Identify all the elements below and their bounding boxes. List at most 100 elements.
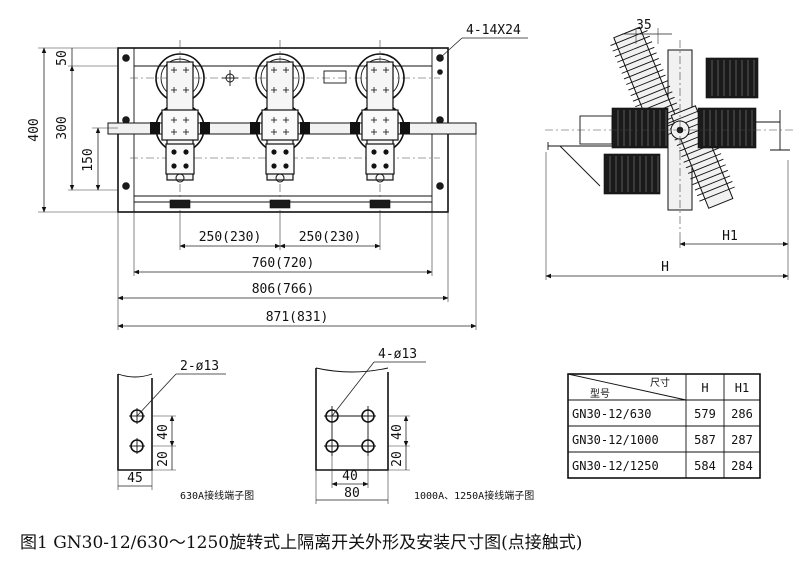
insulator-fin [630, 80, 668, 97]
front-view: 4-14X24 400 50 300 150 250(230) 250( [27, 23, 528, 330]
horizontal-insulators [603, 57, 759, 195]
horizontal-dimensions: 250(230) 250(230) 760(720) 806(766) 871(… [117, 134, 477, 330]
insulator-fin [699, 186, 735, 202]
insulator-ribs [609, 60, 755, 192]
dim-250-right: 250(230) [299, 230, 362, 245]
bottom-pivot [275, 173, 285, 183]
hole-note-front: 4-14X24 [466, 23, 521, 38]
bolt [371, 163, 377, 169]
bolt [171, 163, 177, 169]
switch-pole [250, 53, 310, 183]
bolt [383, 163, 389, 169]
insulator-fin [635, 91, 673, 108]
insulator-fin [667, 108, 704, 124]
dim-H1: H1 [722, 229, 738, 244]
insulator-fin [623, 63, 662, 80]
table-cell-H: 579 [694, 407, 716, 421]
center-mark [222, 70, 238, 86]
table-cell-model: GN30-12/1250 [572, 459, 659, 473]
insulator-fin [610, 30, 648, 46]
dim-400: 400 [27, 118, 42, 141]
terminal-1000-dim-20: 20 [390, 451, 405, 467]
insulator-fin [612, 35, 650, 52]
terminal-630-hole-note: 2-ø13 [180, 359, 219, 374]
table-cell-H1: 286 [731, 407, 753, 421]
terminal-630-dim-45: 45 [127, 471, 143, 486]
dim-300: 300 [55, 116, 70, 139]
bolt [371, 149, 377, 155]
dim-H: H [661, 260, 669, 275]
terminal-block [261, 109, 299, 141]
size-table: 型号 尺寸 H H1 GN30-12/630 579 286 GN30-12/1… [567, 373, 761, 479]
bottom-pivot [375, 173, 385, 183]
terminal-1000-dim-80: 80 [344, 486, 360, 501]
table-cell-model: GN30-12/1000 [572, 433, 659, 447]
terminal-1000-dim-40-h: 40 [342, 469, 358, 484]
terminal-1000a: 4-ø13 40 20 40 80 1000A、1250A接线端子图 [315, 347, 534, 504]
table-header-size: 尺寸 [650, 376, 670, 389]
dim-871: 871(831) [266, 310, 329, 325]
lower-terminal [365, 143, 395, 175]
terminal-1000-hole-note: 4-ø13 [378, 347, 417, 362]
side-lug [400, 122, 410, 134]
bottom-pivot [175, 173, 185, 183]
side-view: 35 H1 H [545, 18, 795, 280]
insulator-fin [617, 46, 655, 63]
vertical-dimensions: 400 50 300 150 [27, 47, 118, 213]
insulator-fin [696, 181, 733, 197]
insulator-fin [685, 153, 722, 169]
terminal-block [361, 109, 399, 141]
insulator-fin [626, 69, 664, 85]
lower-terminal [265, 143, 295, 175]
dim-250-left: 250(230) [199, 230, 262, 245]
switch-pole [350, 53, 410, 183]
bolt [283, 163, 289, 169]
side-lug [350, 122, 360, 134]
terminal-1000-dim-40-v: 40 [390, 424, 405, 440]
bolt [283, 149, 289, 155]
table-row: GN30-12/630 579 286 [572, 407, 753, 421]
side-lug [250, 122, 260, 134]
base-bolts [169, 199, 391, 209]
insulator-fin [683, 147, 720, 163]
terminal-block [161, 109, 199, 141]
switch-poles [150, 53, 410, 183]
side-lug [300, 122, 310, 134]
bolt [383, 149, 389, 155]
terminal-630-label: 630A接线端子图 [180, 489, 254, 502]
insulator-fin [614, 41, 653, 58]
table-row: GN30-12/1250 584 284 [572, 459, 753, 473]
switch-pole [150, 53, 210, 183]
insulator-fin [687, 158, 724, 174]
terminal-630-dim-20: 20 [156, 451, 171, 467]
side-lug [200, 122, 210, 134]
table-cell-H: 587 [694, 433, 716, 447]
insulator-fin [621, 57, 659, 74]
nameplate [323, 70, 347, 84]
table-header-model: 型号 [590, 387, 610, 400]
bolt [183, 163, 189, 169]
insulator-fin [692, 169, 729, 185]
terminal-630a: 2-ø13 40 20 45 630A接线端子图 [117, 359, 254, 502]
table-cell-model: GN30-12/630 [572, 407, 651, 421]
insulator-fin [690, 164, 726, 180]
lower-terminal [165, 143, 195, 175]
bolt [171, 149, 177, 155]
terminal-630-dim-40: 40 [156, 424, 171, 440]
insulator-fin [694, 175, 731, 191]
bolt [271, 149, 277, 155]
bolt [271, 163, 277, 169]
insulator-fin [628, 74, 666, 91]
table-header-H1: H1 [735, 381, 749, 395]
bolt [183, 149, 189, 155]
insulator-fin [632, 85, 671, 102]
table-cell-H: 584 [694, 459, 716, 473]
insulator-fin [619, 52, 657, 69]
table-cell-H1: 287 [731, 433, 753, 447]
table-cell-H1: 284 [731, 459, 753, 473]
table-row: GN30-12/1000 587 287 [572, 433, 753, 447]
dim-50: 50 [55, 50, 70, 66]
side-lug [150, 122, 160, 134]
dim-150: 150 [81, 148, 96, 171]
